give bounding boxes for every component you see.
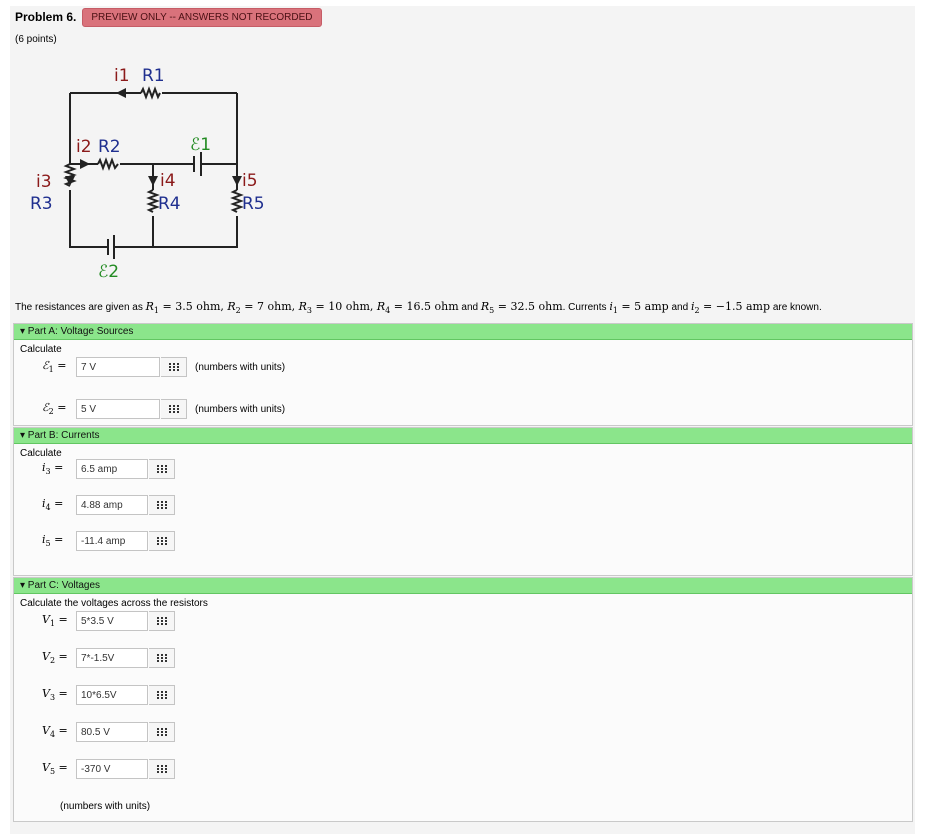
i5-symbol: i5 = — [42, 533, 64, 549]
part-c-panel: ▾ Part C: Voltages Calculate the voltage… — [13, 577, 913, 822]
grid-icon — [156, 465, 167, 473]
i5-answer-row: i5 = -11.4 amp — [42, 530, 175, 552]
problem-title: Problem 6. — [15, 10, 77, 24]
r1-label: R1 — [142, 66, 165, 86]
i5-arrow — [232, 176, 242, 186]
i3-label: i3 — [36, 172, 52, 192]
r2-resistor — [97, 157, 119, 171]
e1-input[interactable]: 7 V — [76, 357, 160, 377]
v1-answer-row: V1 = 5*3.5 V — [42, 610, 175, 632]
v3-input[interactable]: 10*6.5V — [76, 685, 148, 705]
keypad-button[interactable] — [149, 648, 175, 668]
keypad-button[interactable] — [149, 495, 175, 515]
v5-symbol: V5 = — [42, 761, 68, 777]
v1-input[interactable]: 5*3.5 V — [76, 611, 148, 631]
keypad-button[interactable] — [161, 399, 187, 419]
i1-label: i1 — [114, 66, 130, 86]
part-c-instruction: Calculate the voltages across the resist… — [20, 598, 208, 609]
units-hint: (numbers with units) — [195, 403, 286, 415]
part-a-header[interactable]: ▾ Part A: Voltage Sources — [14, 324, 912, 340]
keypad-button[interactable] — [149, 531, 175, 551]
r3-label: R3 — [30, 194, 53, 214]
circuit-diagram: i1 R1 i2 R2 ℰ1 i3 R3 i4 R4 i5 R5 ℰ2 — [30, 66, 265, 282]
i2-label: i2 — [76, 137, 92, 157]
v5-answer-row: V5 = -370 V — [42, 758, 175, 780]
part-b-header[interactable]: ▾ Part B: Currents — [14, 428, 912, 444]
r1-resistor — [140, 86, 161, 100]
v3-symbol: V3 = — [42, 687, 68, 703]
i5-label: i5 — [242, 171, 258, 191]
v5-input[interactable]: -370 V — [76, 759, 148, 779]
grid-icon — [156, 765, 167, 773]
problem-header: Problem 6. PREVIEW ONLY -- ANSWERS NOT R… — [15, 7, 322, 27]
i4-arrow — [148, 176, 158, 186]
e2-input[interactable]: 5 V — [76, 399, 160, 419]
keypad-button[interactable] — [149, 611, 175, 631]
grid-icon — [156, 728, 167, 736]
keypad-button[interactable] — [161, 357, 187, 377]
grid-icon — [156, 501, 167, 509]
v2-answer-row: V2 = 7*-1.5V — [42, 647, 175, 669]
e1-label: ℰ1 — [190, 135, 211, 155]
part-b-instruction: Calculate — [20, 448, 62, 459]
i4-answer-row: i4 = 4.88 amp — [42, 494, 175, 516]
v1-symbol: V1 = — [42, 613, 68, 629]
e2-answer-row: ℰ2 = 5 V (numbers with units) — [42, 398, 285, 420]
e1-symbol: ℰ1 = — [42, 359, 67, 375]
part-b-panel: ▾ Part B: Currents Calculate i3 = 6.5 am… — [13, 427, 913, 576]
keypad-button[interactable] — [149, 459, 175, 479]
r4-resistor — [146, 189, 160, 213]
r5-resistor — [230, 189, 244, 213]
v4-symbol: V4 = — [42, 724, 68, 740]
grid-icon — [156, 691, 167, 699]
v3-answer-row: V3 = 10*6.5V — [42, 684, 175, 706]
problem-panel: Problem 6. PREVIEW ONLY -- ANSWERS NOT R… — [10, 6, 915, 834]
v2-symbol: V2 = — [42, 650, 68, 666]
preview-badge: PREVIEW ONLY -- ANSWERS NOT RECORDED — [82, 7, 322, 27]
r5-label: R5 — [242, 194, 265, 214]
keypad-button[interactable] — [149, 722, 175, 742]
given-values-text: The resistances are given as R1 = 3.5 oh… — [15, 300, 822, 316]
i2-arrow — [80, 159, 90, 169]
grid-icon — [168, 405, 179, 413]
part-a-instruction: Calculate — [20, 344, 62, 355]
i3-arrow — [65, 176, 75, 186]
i4-label: i4 — [160, 171, 176, 191]
units-hint: (numbers with units) — [60, 801, 151, 812]
i1-arrow — [116, 88, 126, 98]
keypad-button[interactable] — [149, 685, 175, 705]
part-c-header[interactable]: ▾ Part C: Voltages — [14, 578, 912, 594]
v4-answer-row: V4 = 80.5 V — [42, 721, 175, 743]
i3-input[interactable]: 6.5 amp — [76, 459, 148, 479]
part-a-panel: ▾ Part A: Voltage Sources Calculate ℰ1 =… — [13, 323, 913, 426]
points-label: (6 points) — [15, 34, 57, 45]
grid-icon — [156, 654, 167, 662]
grid-icon — [156, 537, 167, 545]
v4-input[interactable]: 80.5 V — [76, 722, 148, 742]
keypad-button[interactable] — [149, 759, 175, 779]
i5-input[interactable]: -11.4 amp — [76, 531, 148, 551]
e1-answer-row: ℰ1 = 7 V (numbers with units) — [42, 356, 285, 378]
i3-symbol: i3 = — [42, 461, 64, 477]
i4-input[interactable]: 4.88 amp — [76, 495, 148, 515]
r2-label: R2 — [98, 137, 121, 157]
i3-answer-row: i3 = 6.5 amp — [42, 458, 175, 480]
v2-input[interactable]: 7*-1.5V — [76, 648, 148, 668]
grid-icon — [156, 617, 167, 625]
e2-symbol: ℰ2 = — [42, 401, 67, 417]
e2-label: ℰ2 — [98, 262, 119, 282]
i4-symbol: i4 = — [42, 497, 64, 513]
units-hint: (numbers with units) — [195, 361, 286, 373]
r4-label: R4 — [158, 194, 181, 214]
grid-icon — [168, 363, 179, 371]
